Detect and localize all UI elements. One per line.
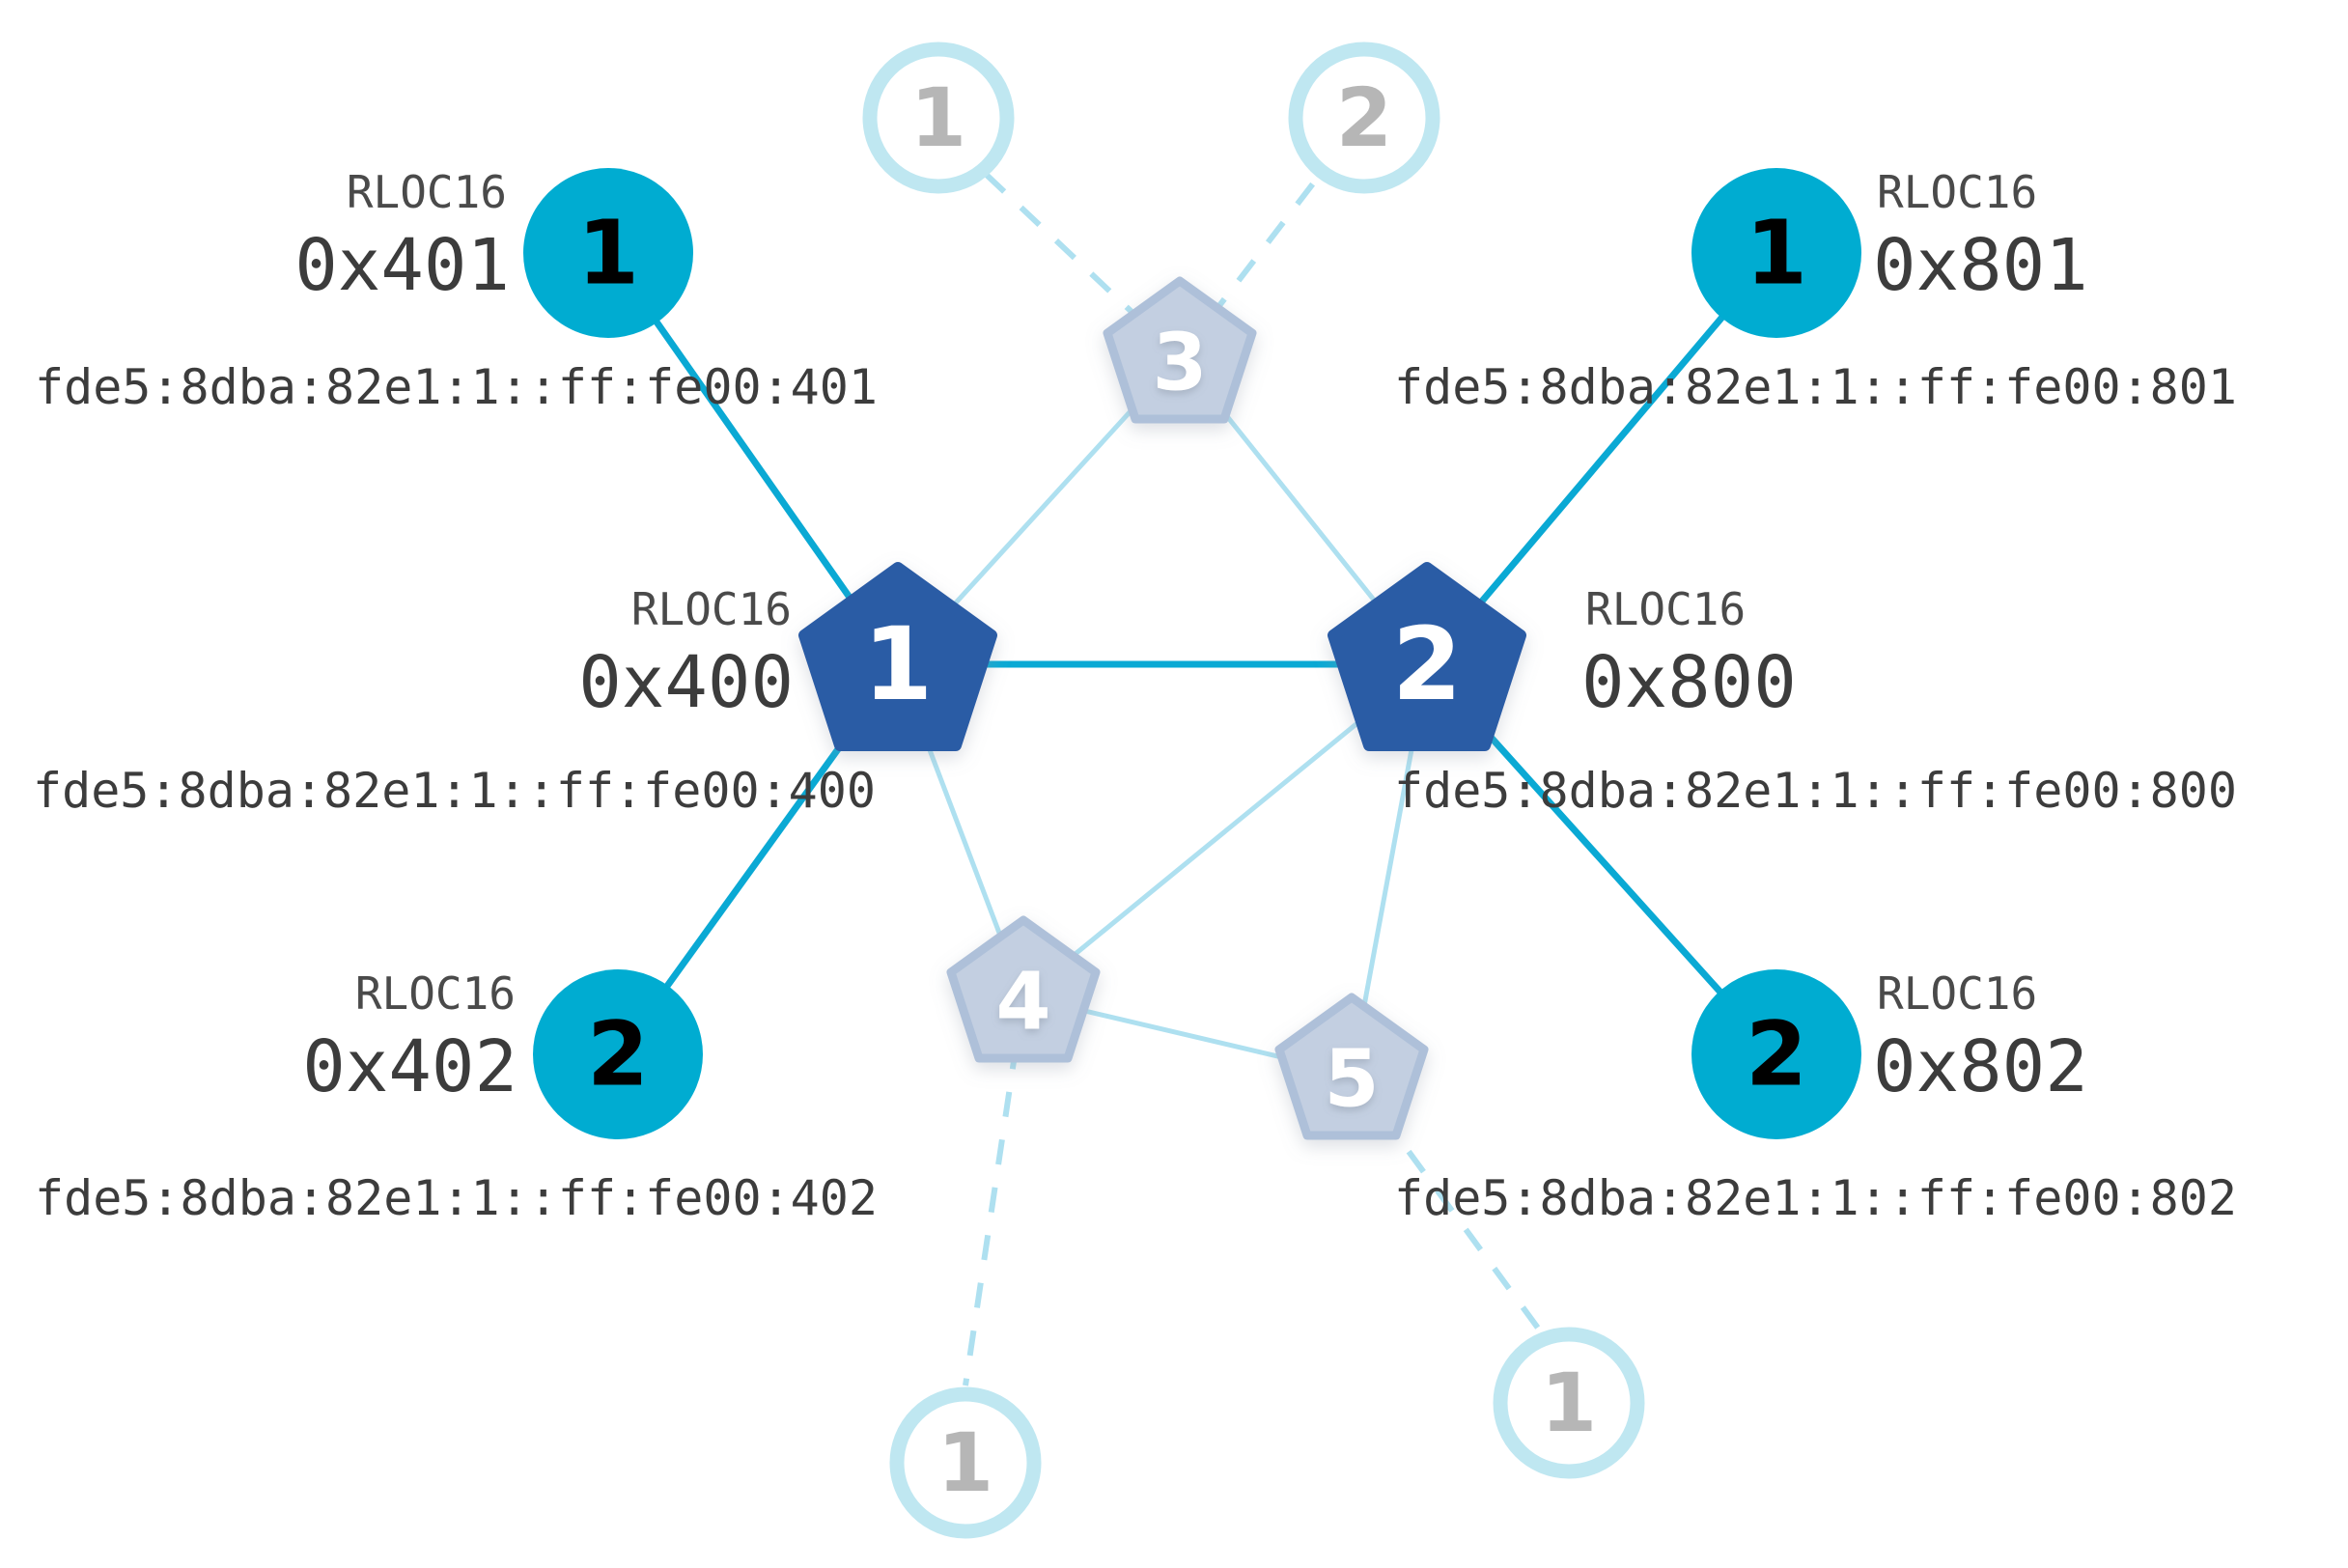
rloc16-caption-402: RLOC16 [354, 967, 516, 1020]
neighbor-node-3[interactable]: 3 [1103, 276, 1257, 424]
ghost-node-top-right[interactable]: 2 [1288, 42, 1440, 194]
child-node-802[interactable]: 2 [1691, 969, 1861, 1139]
ipv6-address-801: fde5:8dba:82e1:1::ff:fe00:801 [1394, 359, 2237, 415]
neighbor-badge-label: 4 [995, 957, 1050, 1049]
child-node-group: 1 1 2 2 [523, 168, 1861, 1139]
neighbor-badge-label: 3 [1152, 318, 1207, 409]
child-node-401[interactable]: 1 [523, 168, 693, 338]
child-badge-label: 1 [577, 202, 639, 305]
child-node-402[interactable]: 2 [533, 969, 703, 1139]
rloc16-caption-400: RLOC16 [630, 583, 792, 635]
router-node-group: 1 2 [798, 562, 1526, 751]
ghost-node-bottom-right[interactable]: 1 [1493, 1327, 1645, 1479]
link-neighbor3-ghost-top-right [1177, 164, 1329, 359]
ipv6-address-400: fde5:8dba:82e1:1::ff:fe00:400 [33, 763, 876, 819]
neighbor-node-group: 3 4 5 [946, 276, 1429, 1140]
rloc16-caption-401: RLOC16 [346, 166, 507, 218]
rloc16-value-402: 0x402 [302, 1025, 517, 1108]
ipv6-address-402: fde5:8dba:82e1:1::ff:fe00:402 [35, 1170, 878, 1226]
ipv6-address-401: fde5:8dba:82e1:1::ff:fe00:401 [35, 359, 878, 415]
rloc16-value-800: 0x800 [1581, 641, 1797, 724]
neighbor-node-4[interactable]: 4 [946, 915, 1101, 1063]
router-node-2[interactable]: 2 [1328, 562, 1526, 751]
neighbor-badge-label: 5 [1324, 1034, 1379, 1126]
router-badge-label: 1 [863, 605, 933, 723]
rloc16-value-802: 0x802 [1873, 1025, 2088, 1108]
ghost-node-bottom-left[interactable]: 1 [889, 1386, 1042, 1539]
neighbor-node-5[interactable]: 5 [1274, 993, 1429, 1140]
rloc16-caption-800: RLOC16 [1585, 583, 1747, 635]
link-router2-child801 [1424, 250, 1779, 669]
ghost-node-group: 1 2 1 1 [862, 42, 1645, 1539]
rloc16-caption-801: RLOC16 [1877, 166, 2038, 218]
rloc16-value-401: 0x401 [294, 224, 510, 307]
child-badge-label: 1 [1746, 202, 1807, 305]
ghost-badge-label: 1 [937, 1415, 993, 1510]
child-node-801[interactable]: 1 [1691, 168, 1861, 338]
ipv6-address-802: fde5:8dba:82e1:1::ff:fe00:802 [1394, 1170, 2237, 1226]
ipv6-address-800: fde5:8dba:82e1:1::ff:fe00:800 [1394, 763, 2237, 819]
router-node-1[interactable]: 1 [798, 562, 997, 751]
child-badge-label: 2 [1746, 1003, 1807, 1106]
ghost-badge-label: 1 [910, 70, 966, 165]
router-badge-label: 2 [1392, 605, 1462, 723]
rloc16-caption-802: RLOC16 [1877, 967, 2038, 1020]
ghost-node-top-left[interactable]: 1 [862, 42, 1015, 194]
child-badge-label: 2 [587, 1003, 649, 1106]
rloc16-value-801: 0x801 [1873, 224, 2088, 307]
ghost-badge-label: 2 [1336, 70, 1392, 165]
rloc16-value-400: 0x400 [578, 641, 794, 724]
ghost-badge-label: 1 [1541, 1356, 1597, 1450]
